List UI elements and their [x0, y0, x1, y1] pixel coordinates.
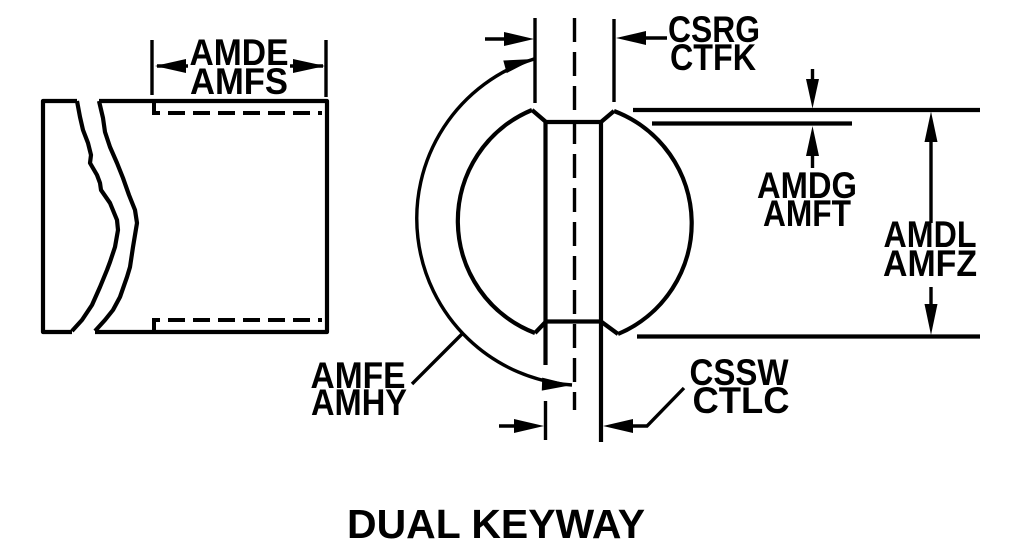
dim-label-width-bottom-2: CTLC [693, 380, 790, 421]
leader-line [410, 332, 464, 386]
arrowhead-top [503, 59, 534, 74]
break-line-right [93, 100, 140, 333]
dim-keyway-depth: AMDG AMFT [757, 69, 857, 234]
dim-keyway-spacing: AMFE AMHY [311, 57, 573, 423]
dim-label-spacing-2: AMHY [311, 382, 407, 423]
dim-keyway-length: AMDE AMFS [150, 32, 328, 102]
dim-keyway-width-bottom: CSSW CTLC [499, 352, 790, 433]
break-line-left [70, 100, 121, 333]
dim-label-keyway-length-1: AMDE [190, 32, 289, 73]
leader-line [632, 386, 686, 428]
dim-label-diameter-1: AMDL [884, 214, 977, 255]
shaft-circle-right-arc [613, 109, 694, 336]
dim-label-depth-1: AMDG [757, 165, 857, 206]
dim-label-width-top-2: CTFK [670, 37, 756, 78]
dim-label-keyway-length-2: AMFS [190, 61, 288, 102]
side-view-outline-left [40, 98, 77, 335]
dim-shaft-diameter: AMDL AMFZ [883, 111, 977, 335]
dim-label-spacing-1: AMFE [311, 355, 406, 396]
shaft-side-view [40, 98, 330, 335]
side-view-outline-right [95, 98, 330, 335]
dim-label-width-top-1: CSRG [668, 9, 760, 50]
bottom-keyway-profile [533, 319, 620, 336]
projection-lines [633, 107, 980, 339]
drawing-title: DUAL KEYWAY [347, 501, 645, 547]
hidden-keyway-line-top [152, 102, 322, 115]
shaft-circle-left-arc [455, 108, 536, 335]
arrowhead-right [616, 31, 646, 45]
dim-label-width-bottom-1: CSSW [690, 352, 789, 393]
dim-label-depth-2: AMFT [763, 193, 851, 234]
dim-keyway-width-top: CSRG CTFK [485, 9, 760, 103]
dim-label-diameter-2: AMFZ [883, 243, 977, 284]
arrowhead-left [504, 32, 534, 46]
arrowhead-left [514, 419, 544, 433]
arrowhead-down [924, 304, 938, 335]
arrowhead-left [155, 59, 186, 73]
leader-arc [415, 57, 573, 387]
arrowhead-right [293, 59, 325, 73]
hidden-keyway-line-bottom [152, 318, 322, 331]
shaft-end-view [455, 18, 694, 442]
arrowhead-right [603, 419, 633, 433]
arrowhead-up [806, 126, 819, 156]
arrowhead-up [924, 111, 938, 142]
arrowhead-down [806, 79, 819, 109]
arrowhead-bottom [541, 377, 572, 391]
